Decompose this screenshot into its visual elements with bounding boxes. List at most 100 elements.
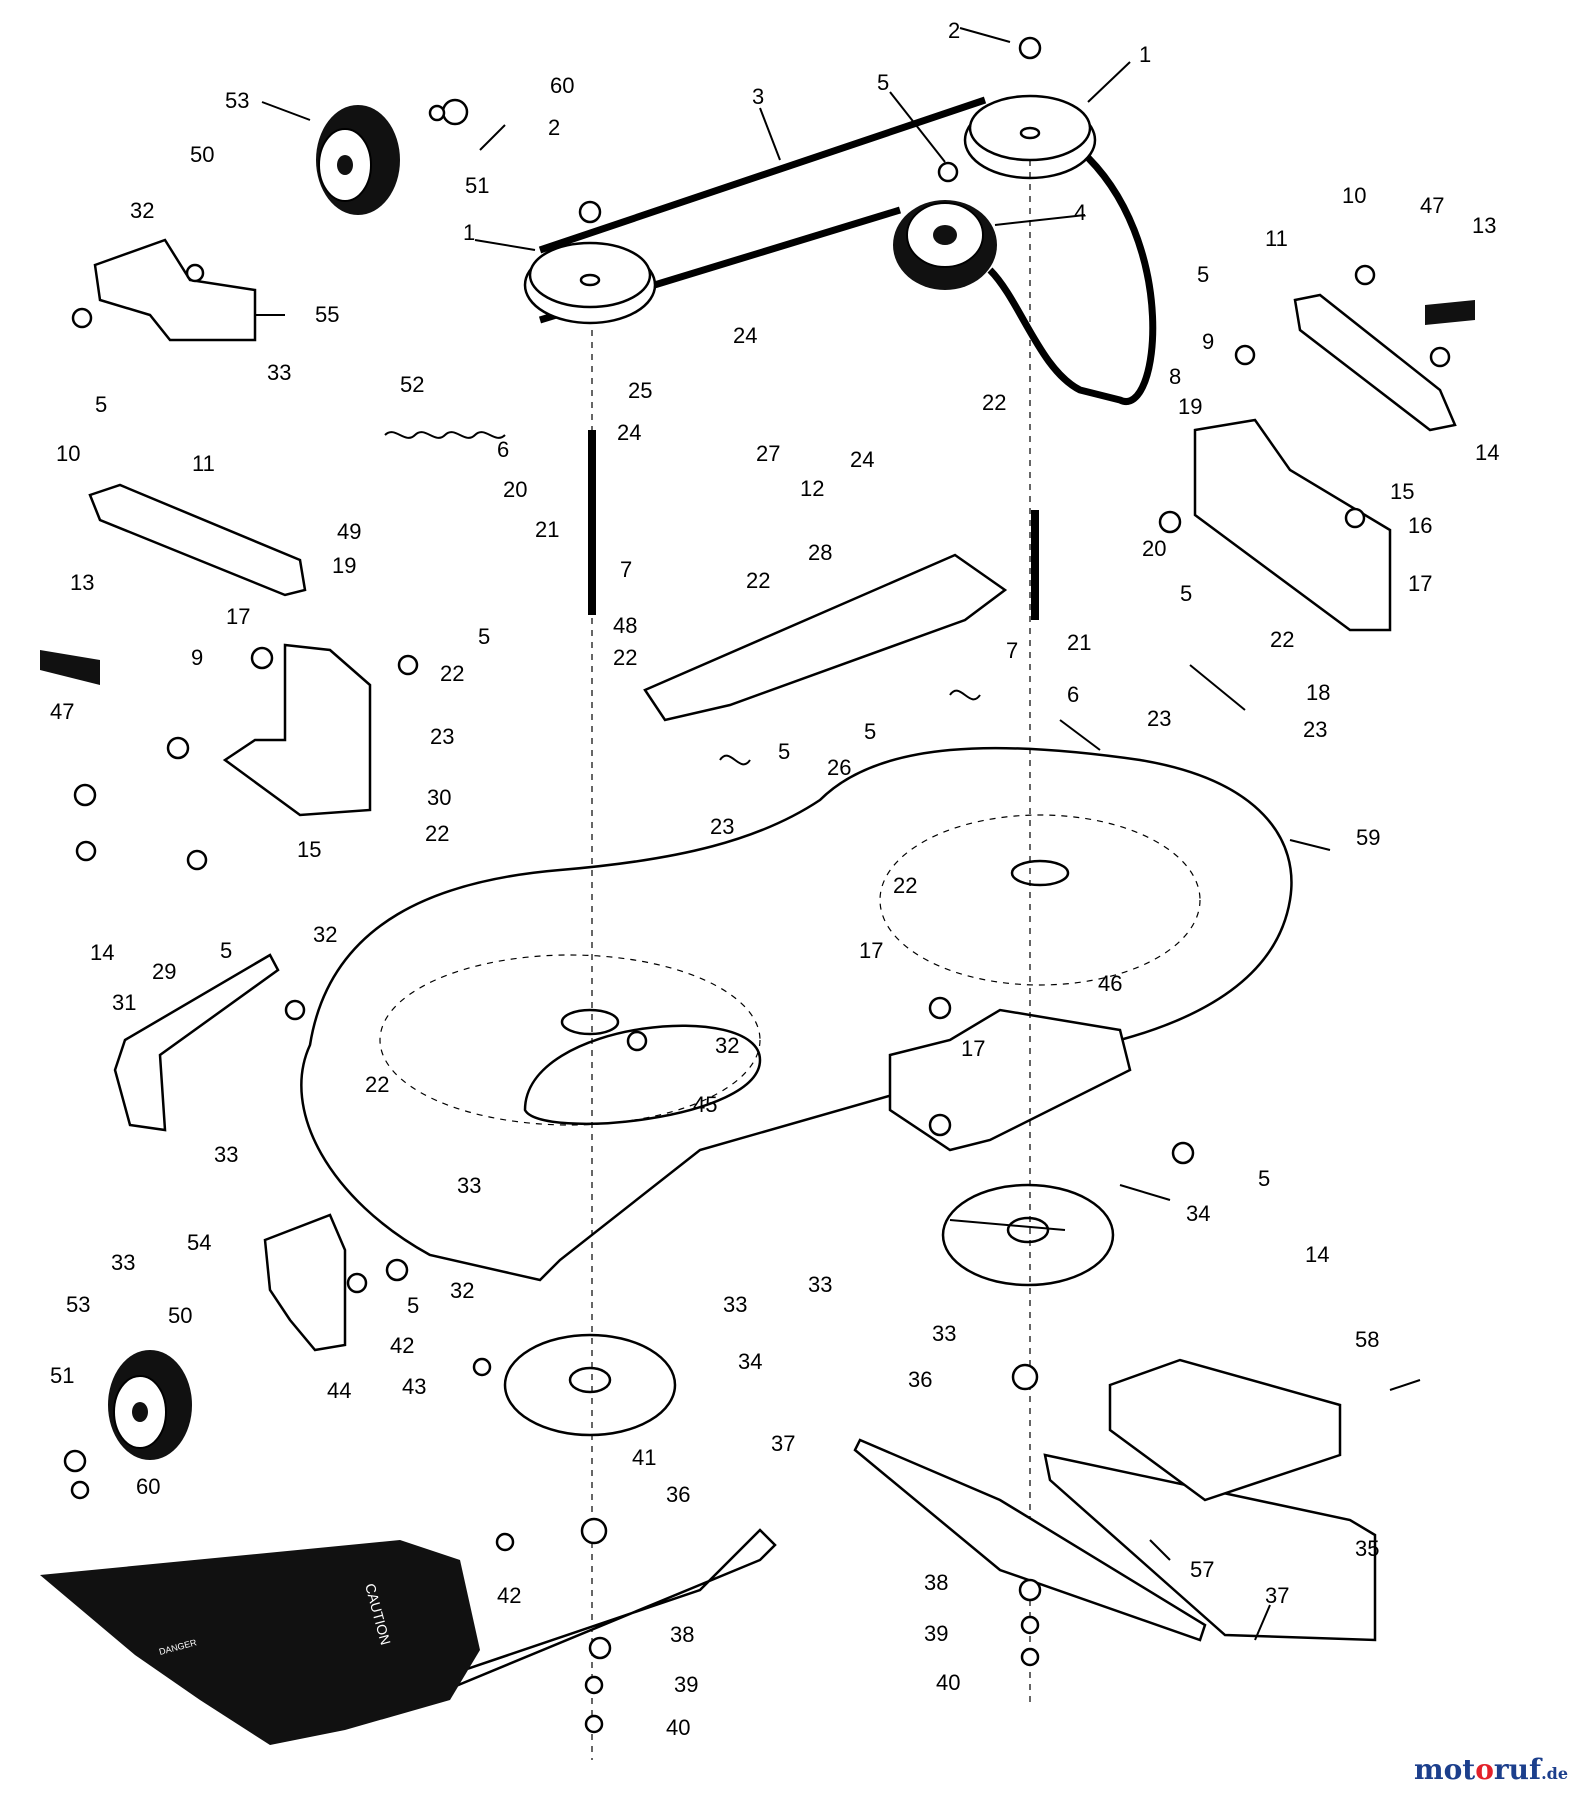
leader-lines (255, 27, 1421, 1641)
pulley-right (963, 94, 1097, 180)
label-14: 14 (1475, 440, 1499, 465)
label-8: 8 (1169, 364, 1181, 389)
label-36: 36 (666, 1482, 690, 1507)
arm-left (88, 483, 307, 597)
label-60: 60 (550, 73, 574, 98)
label-44: 44 (327, 1378, 351, 1403)
label-22: 22 (365, 1072, 389, 1097)
deck-housing (300, 746, 1293, 1282)
label-36: 36 (908, 1367, 932, 1392)
label-21: 21 (1067, 630, 1091, 655)
label-33: 33 (932, 1321, 956, 1346)
label-49: 49 (337, 519, 361, 544)
part-labels: 2 1 3 5 60 53 51 50 2 1 4 32 55 5 33 52 … (50, 18, 1499, 1740)
label-12: 12 (800, 476, 824, 501)
label-38: 38 (924, 1570, 948, 1595)
label-57: 57 (1190, 1557, 1214, 1582)
label-5: 5 (220, 938, 232, 963)
label-1: 1 (1139, 42, 1151, 67)
label-46: 46 (1098, 971, 1122, 996)
label-52: 52 (400, 372, 424, 397)
support-plate-center (643, 553, 1008, 722)
label-50: 50 (168, 1303, 192, 1328)
label-13: 13 (70, 570, 94, 595)
label-39: 39 (674, 1672, 698, 1697)
label-54: 54 (187, 1230, 211, 1255)
discharge-chute: CAUTION DANGER (40, 1540, 480, 1745)
blade-adapter-right (941, 1183, 1115, 1287)
label-30: 30 (427, 785, 451, 810)
label-6: 6 (1067, 682, 1079, 707)
label-33: 33 (723, 1292, 747, 1317)
pulley-left (523, 241, 657, 325)
label-32: 32 (313, 922, 337, 947)
label-42: 42 (390, 1333, 414, 1358)
label-22: 22 (893, 873, 917, 898)
site-watermark: motoruf.de (1414, 1753, 1568, 1786)
arm-right (1293, 293, 1457, 432)
label-47: 47 (50, 699, 74, 724)
label-17: 17 (961, 1036, 985, 1061)
label-55: 55 (315, 302, 339, 327)
wheel-lower-left (108, 1350, 192, 1460)
label-31: 31 (112, 990, 136, 1015)
stabilizer-bar (1043, 1358, 1377, 1642)
label-33: 33 (214, 1142, 238, 1167)
label-45: 45 (693, 1092, 717, 1117)
label-20: 20 (503, 477, 527, 502)
label-47: 47 (1420, 193, 1444, 218)
label-42: 42 (497, 1583, 521, 1608)
label-9: 9 (191, 645, 203, 670)
label-5: 5 (1258, 1166, 1270, 1191)
label-33: 33 (267, 360, 291, 385)
label-23: 23 (430, 724, 454, 749)
label-19: 19 (1178, 394, 1202, 419)
label-51: 51 (465, 173, 489, 198)
label-32: 32 (130, 198, 154, 223)
label-13: 13 (1472, 213, 1496, 238)
knob-right (1425, 300, 1475, 325)
label-5: 5 (95, 392, 107, 417)
idler-pulley (893, 200, 997, 290)
label-33: 33 (457, 1173, 481, 1198)
deck-bracket-lower-left (263, 1213, 347, 1352)
label-22: 22 (440, 661, 464, 686)
label-32: 32 (450, 1278, 474, 1303)
label-27: 27 (756, 441, 780, 466)
label-5: 5 (1180, 581, 1192, 606)
label-39: 39 (924, 1621, 948, 1646)
label-25: 25 (628, 378, 652, 403)
label-22: 22 (1270, 627, 1294, 652)
label-15: 15 (297, 837, 321, 862)
watermark-suffix: ruf (1493, 1753, 1542, 1786)
label-29: 29 (152, 959, 176, 984)
label-5: 5 (1197, 262, 1209, 287)
watermark-prefix: mot (1413, 1753, 1476, 1786)
label-4: 4 (1074, 200, 1086, 225)
bracket-right-upper (1193, 418, 1392, 632)
label-50: 50 (190, 142, 214, 167)
bracket-l-center-left (222, 643, 372, 817)
label-33: 33 (808, 1272, 832, 1297)
label-35: 35 (1355, 1536, 1379, 1561)
label-24: 24 (617, 420, 641, 445)
label-22: 22 (746, 568, 770, 593)
label-17: 17 (226, 604, 250, 629)
label-32: 32 (715, 1033, 739, 1058)
label-23: 23 (1303, 717, 1327, 742)
blade-adapter-left (503, 1333, 677, 1437)
baffle-left (113, 953, 280, 1132)
label-5: 5 (407, 1293, 419, 1318)
label-24: 24 (733, 323, 757, 348)
label-23: 23 (1147, 706, 1171, 731)
spring-upper-left (384, 431, 506, 439)
deck-bracket-upper-left (93, 238, 257, 342)
label-59: 59 (1356, 825, 1380, 850)
label-43: 43 (402, 1374, 426, 1399)
label-5: 5 (864, 719, 876, 744)
label-17: 17 (1408, 571, 1432, 596)
bracket-front-right (888, 1008, 1132, 1152)
watermark-tld: .de (1541, 1764, 1568, 1783)
